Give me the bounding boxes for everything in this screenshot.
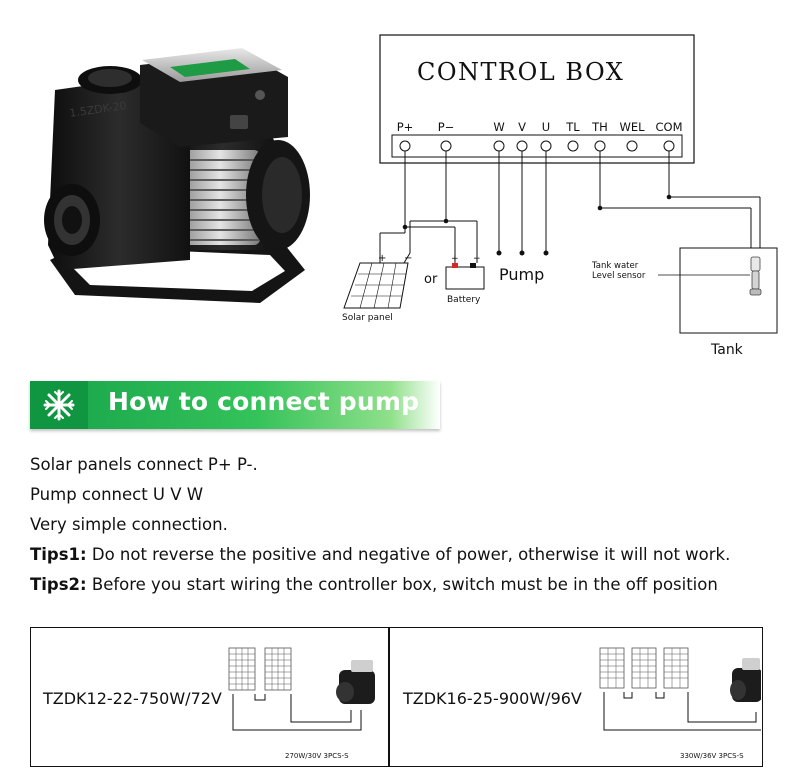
terminal-strip — [391, 134, 683, 158]
banner-title: How to connect pump — [108, 387, 420, 416]
wiring-diagram: CONTROL BOX P+ P− W V U TL TH WEL COM — [342, 34, 778, 358]
terminal-label-w: W — [493, 120, 504, 134]
tips2-line: Tips2: Before you start wiring the contr… — [30, 575, 718, 594]
config-diagram-2: 330W/36V 3PCS-S — [599, 647, 761, 760]
battery-label: Battery — [447, 295, 481, 305]
tank-box — [679, 247, 778, 334]
wires — [379, 151, 761, 263]
config-spec-1: 270W/30V 3PCS-S — [285, 752, 349, 760]
sensor-label-1: Tank water — [591, 261, 639, 271]
panel-divider — [388, 628, 390, 766]
solar-minus: − — [404, 253, 412, 264]
terminal-wel — [626, 140, 638, 152]
battery-plus: + — [451, 254, 459, 264]
terminal-u — [540, 140, 552, 152]
terminal-p-plus — [399, 140, 411, 152]
tips2-label: Tips2: — [30, 575, 87, 594]
control-box-title: CONTROL BOX — [417, 58, 624, 86]
tank-label: Tank — [710, 342, 744, 358]
solar-panel-icon — [343, 252, 411, 309]
instruction-line-1: Solar panels connect P+ P-. — [30, 455, 258, 474]
pump-image: 1.5ZDK-20 — [44, 48, 310, 303]
terminal-label-p-plus: P+ — [397, 120, 414, 134]
terminal-v — [516, 140, 528, 152]
banner-icon-box — [30, 381, 88, 429]
terminal-label-u: U — [542, 120, 550, 134]
terminal-p-minus — [440, 140, 452, 152]
terminal-label-tl: TL — [565, 120, 580, 134]
control-label-plate — [170, 59, 250, 77]
tips2-text: Before you start wiring the controller b… — [86, 575, 718, 594]
instruction-line-3: Very simple connection. — [30, 515, 228, 534]
terminal-label-th: TH — [591, 120, 608, 134]
terminal-label-p-minus: P− — [438, 120, 455, 134]
battery-icon — [445, 257, 485, 290]
level-sensor-icon — [749, 256, 762, 296]
tips1-line: Tips1: Do not reverse the positive and n… — [30, 545, 730, 564]
terminal-com — [663, 140, 675, 152]
wire-junctions — [402, 194, 672, 256]
battery-minus: − — [473, 254, 481, 264]
config-model-1: TZDK12-22-750W/72V — [43, 689, 222, 708]
config-model-2: TZDK16-25-900W/96V — [403, 689, 582, 708]
tips1-label: Tips1: — [30, 545, 87, 564]
motor-fins — [180, 150, 260, 245]
instruction-line-2: Pump connect U V W — [30, 485, 204, 504]
config-spec-2: 330W/36V 3PCS-S — [680, 752, 744, 760]
terminal-th — [594, 140, 606, 152]
terminal-label-com: COM — [655, 120, 682, 134]
sensor-label-2: Level sensor — [592, 271, 646, 281]
pump-label: Pump — [499, 265, 544, 284]
terminal-w — [493, 140, 505, 152]
terminal-label-v: V — [518, 120, 526, 134]
pump-thumbnail — [336, 660, 375, 704]
section-banner: How to connect pump — [30, 381, 440, 429]
pump-thumbnail — [730, 658, 761, 702]
solar-panel-label: Solar panel — [342, 313, 393, 323]
solar-plus: + — [378, 253, 386, 264]
tips1-text: Do not reverse the positive and negative… — [86, 545, 731, 564]
or-label: or — [424, 272, 438, 287]
snowflake-icon — [43, 389, 75, 421]
solar-panel-icon — [228, 647, 292, 691]
config-panel: TZDK12-22-750W/72V TZDK16-25-900W/96V — [30, 627, 763, 767]
solar-panel-icon — [599, 647, 689, 689]
terminal-tl — [567, 140, 579, 152]
config-diagram-1: 270W/30V 3PCS-S — [228, 647, 375, 760]
terminal-label-wel: WEL — [619, 120, 645, 134]
